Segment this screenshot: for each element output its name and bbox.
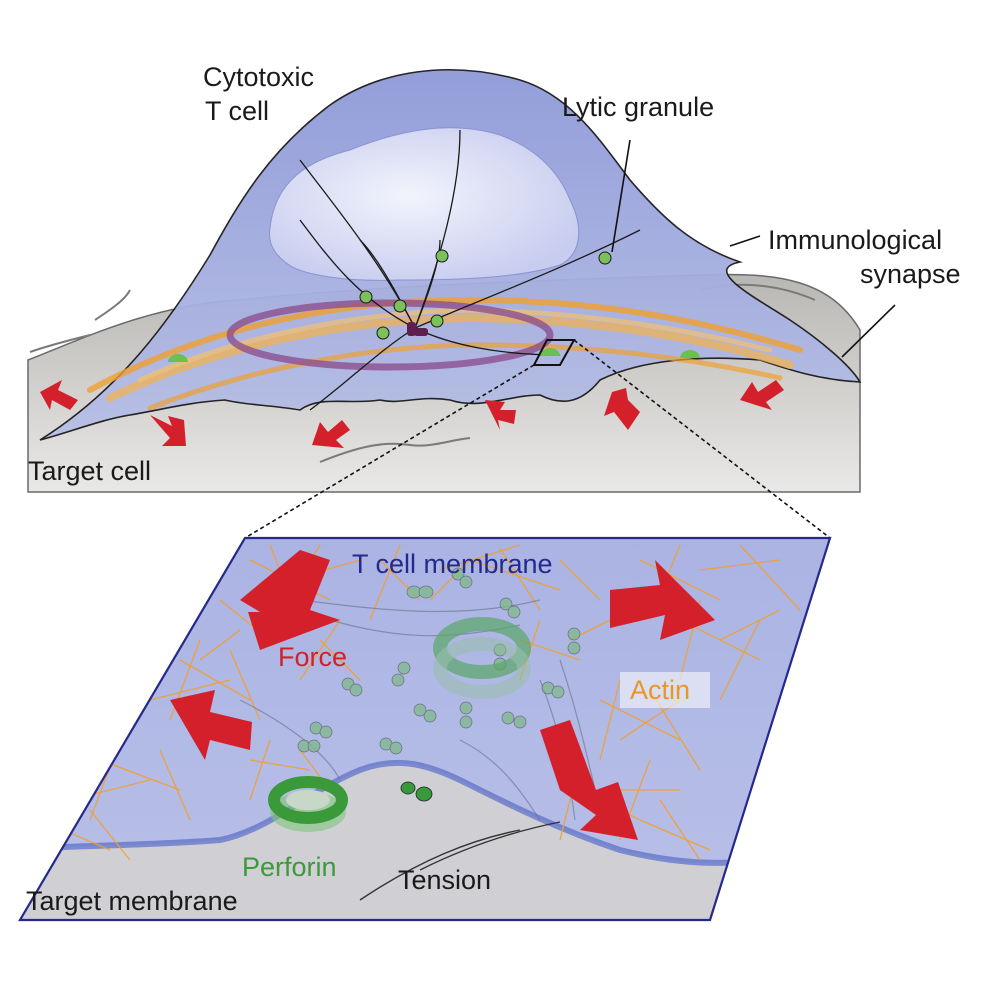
label-synapse: synapse — [860, 259, 961, 289]
mtoc-center — [407, 322, 416, 336]
leader-lines — [611, 139, 896, 358]
label-immunological: Immunological — [768, 225, 942, 255]
target-membrane-line — [20, 759, 741, 866]
label-target-membrane: Target membrane — [26, 886, 238, 916]
label-force: Force — [278, 642, 347, 672]
t-cell-nucleus — [269, 127, 580, 281]
perforin-pore-upper — [433, 617, 531, 699]
force-arrow-lower-right — [540, 720, 638, 840]
lytic-granules — [359, 249, 612, 340]
label-t-cell-membrane: T cell membrane — [352, 549, 553, 579]
fused-granules — [168, 348, 700, 362]
actin-label-bg — [620, 672, 710, 708]
zoom-panel-border — [18, 536, 832, 922]
synapse-zoom-box — [532, 339, 576, 366]
perforin-monomers — [297, 567, 581, 755]
label-tension: Tension — [398, 865, 491, 895]
tension-lines — [359, 821, 561, 901]
label-t-cell: T cell — [205, 96, 269, 126]
force-arrow-upper-left — [240, 550, 340, 650]
force-arrows-bottom — [170, 550, 715, 840]
force-arrow-left — [170, 690, 252, 760]
label-actin: Actin — [630, 675, 690, 705]
zoom-panel — [20, 538, 830, 920]
perforin-monomer-target — [400, 781, 433, 802]
label-perforin: Perforin — [242, 852, 337, 882]
mtoc-ring — [226, 299, 554, 371]
label-cytotoxic: Cytotoxic — [203, 62, 314, 92]
label-lytic-granule: Lytic granule — [562, 92, 714, 122]
zoom-lines — [244, 339, 831, 539]
label-target-cell: Target cell — [28, 456, 151, 486]
mtoc-center-2 — [414, 328, 428, 336]
force-arrow-upper-right — [610, 560, 715, 640]
target-membrane-region — [20, 762, 740, 920]
force-arrows-top — [40, 380, 784, 448]
perforin-pore-lower — [268, 776, 348, 832]
